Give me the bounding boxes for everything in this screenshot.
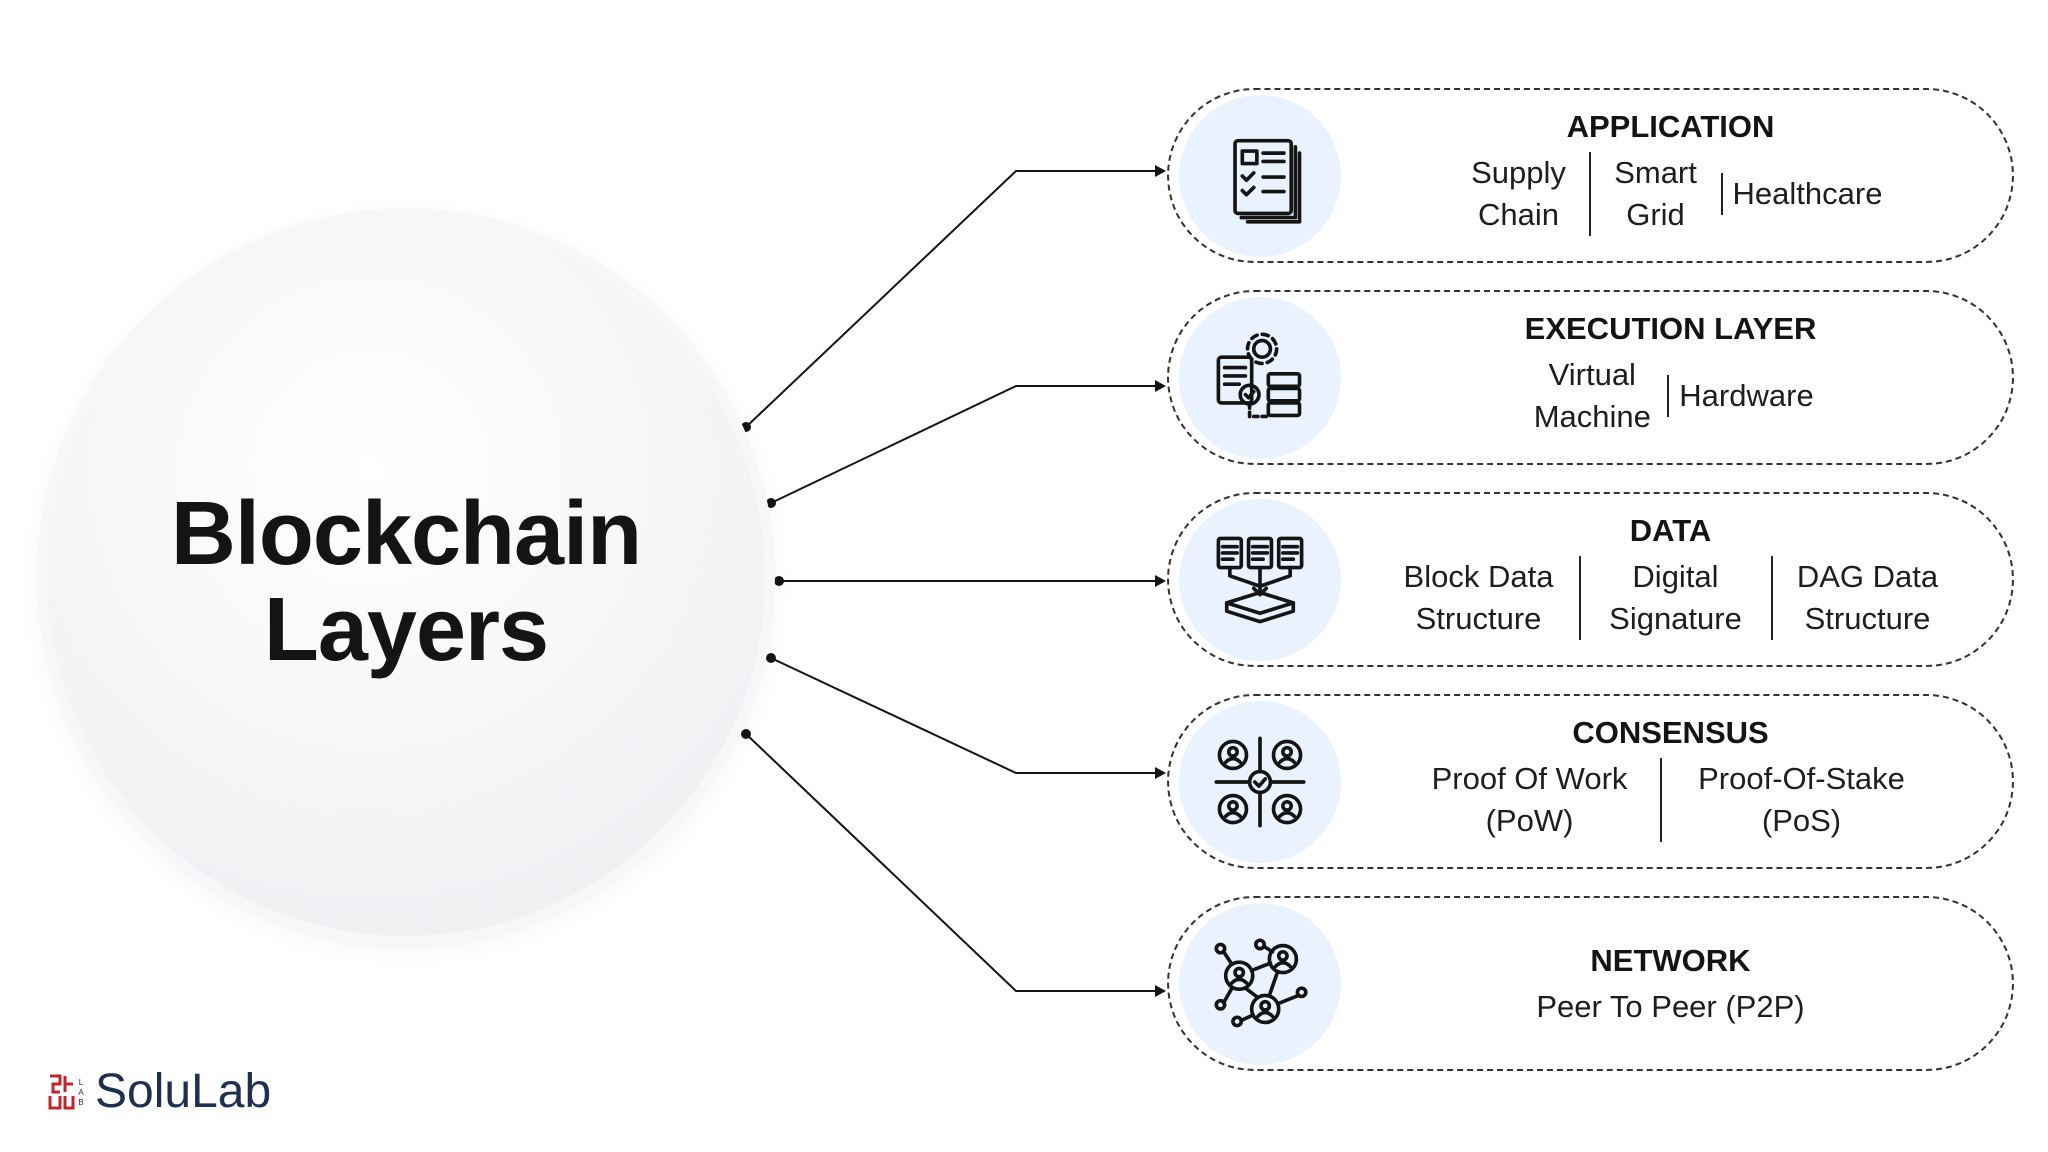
svg-text:L: L: [79, 1078, 84, 1087]
solulab-logo-mark-icon: L A B: [48, 1074, 85, 1110]
layer-title-network: NETWORK: [1590, 943, 1751, 978]
solulab-logo: L A B SoluLab: [47, 1068, 271, 1116]
layer-item: Smart Grid: [1588, 152, 1721, 236]
layer-consensus: CONSENSUS Proof Of Work (PoW) Proof-Of-S…: [1167, 694, 2014, 869]
layer-item: Peer To Peer (P2P): [1536, 989, 1805, 1024]
connector-dot: [774, 576, 784, 586]
layer-item: Hardware: [1667, 375, 1823, 417]
layer-item: Proof-Of-Stake (PoS): [1659, 758, 1942, 842]
layer-item: Supply Chain: [1471, 155, 1566, 232]
hub-title-line1: Blockchain: [170, 484, 642, 584]
gear-document-server-icon: [1179, 297, 1341, 459]
connector-application: [745, 170, 1163, 428]
layer-title-execution: EXECUTION LAYER: [1524, 311, 1817, 346]
hub-title-line2: Layers: [263, 580, 549, 680]
connector-execution: [770, 385, 1163, 504]
arrowhead: [1155, 767, 1166, 779]
layer-title-data: DATA: [1629, 513, 1712, 548]
arrowhead: [1155, 575, 1166, 587]
layer-application: APPLICATION Supply Chain Smart Grid Heal…: [1167, 88, 2014, 263]
arrowhead: [1155, 985, 1166, 997]
arrowhead: [1155, 380, 1166, 392]
connector-dot: [766, 653, 776, 663]
connector-dot: [741, 422, 751, 432]
connector-consensus: [770, 657, 1163, 774]
arrowhead: [1155, 165, 1166, 177]
layer-item: Healthcare: [1720, 173, 1893, 215]
layer-execution: EXECUTION LAYER Virtual Machine Hardware: [1167, 290, 2014, 465]
layer-network: NETWORK Peer To Peer (P2P): [1167, 896, 2014, 1071]
users-agreement-icon: [1179, 701, 1341, 863]
layer-item: Block Data Structure: [1403, 559, 1554, 636]
svg-text:A: A: [78, 1088, 84, 1097]
layer-item: Digital Signature: [1578, 556, 1771, 640]
documents-into-storage-icon: [1179, 499, 1341, 661]
connector-dot: [741, 729, 751, 739]
layer-item: Virtual Machine: [1533, 357, 1651, 434]
hub-title: Blockchain Layers: [47, 486, 765, 678]
layer-item: Proof Of Work (PoW): [1431, 761, 1628, 838]
svg-text:B: B: [78, 1098, 83, 1107]
connector-dot: [766, 498, 776, 508]
layer-data: DATA Block Data Structure Digital Signat…: [1167, 492, 2014, 667]
blockchain-layers-hub: Blockchain Layers: [47, 218, 765, 936]
connector-network: [745, 733, 1163, 992]
layer-title-consensus: CONSENSUS: [1572, 715, 1769, 750]
layer-title-application: APPLICATION: [1566, 109, 1775, 144]
layer-item: DAG Data Structure: [1770, 556, 1963, 640]
logo-text: SoluLab: [95, 1065, 272, 1118]
checklist-document-icon: [1179, 95, 1341, 257]
peer-network-icon: [1179, 903, 1341, 1065]
